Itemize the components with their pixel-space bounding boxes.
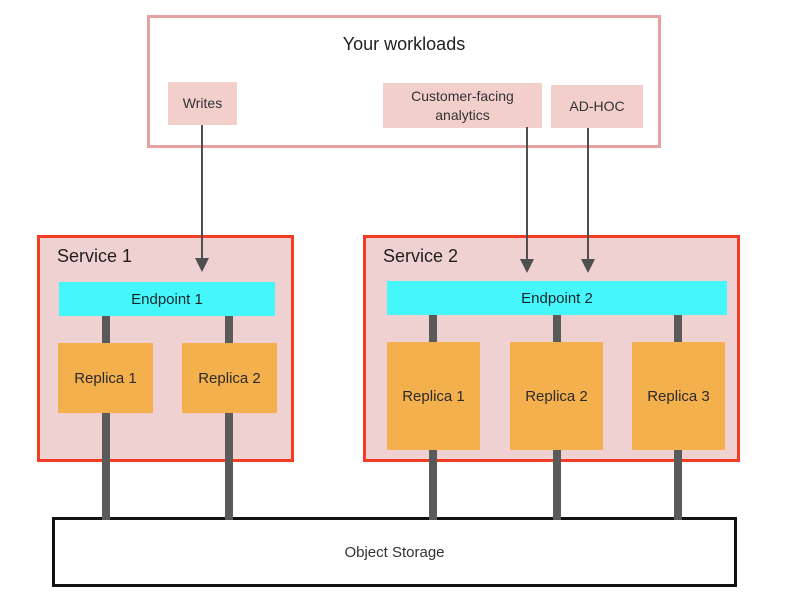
object-storage-box: Object Storage [52,517,737,587]
endpoint2-label: Endpoint 2 [521,289,593,307]
endpoint2-bar: Endpoint 2 [387,281,727,315]
service2-replica3-label: Replica 3 [647,387,710,405]
workload-item-analytics-label: Customer-facing analytics [411,88,514,123]
service1-replica1-label: Replica 1 [74,369,137,387]
service2-replica1-box: Replica 1 [387,342,480,450]
arrow-line [587,128,589,259]
service2-replica2-label: Replica 2 [525,387,588,405]
workload-item-writes: Writes [168,82,237,125]
arrow-down-icon [195,258,209,272]
service1-replica2-box: Replica 2 [182,343,277,413]
service2-replica2-box: Replica 2 [510,342,603,450]
service1-replica1-box: Replica 1 [58,343,153,413]
service2-title: Service 2 [383,246,459,266]
service2-replica3-box: Replica 3 [632,342,725,450]
arrow-line [526,127,528,259]
arrow-line [201,125,203,258]
object-storage-label: Object Storage [344,543,445,561]
workloads-title: Your workloads [342,34,466,54]
service1-replica2-label: Replica 2 [198,369,261,387]
workload-item-adhoc-label: AD-HOC [569,98,625,115]
endpoint1-bar: Endpoint 1 [59,282,275,316]
arrow-down-icon [581,259,595,273]
connector-service1-replica2 [225,315,233,520]
service2-replica1-label: Replica 1 [402,387,465,405]
connector-service1-replica1 [102,315,110,520]
arrow-down-icon [520,259,534,273]
service1-title: Service 1 [57,246,133,266]
workload-item-adhoc: AD-HOC [551,85,643,128]
endpoint1-label: Endpoint 1 [131,290,203,308]
workload-item-analytics: Customer-facing analytics [383,83,542,128]
workload-item-writes-label: Writes [182,95,223,112]
